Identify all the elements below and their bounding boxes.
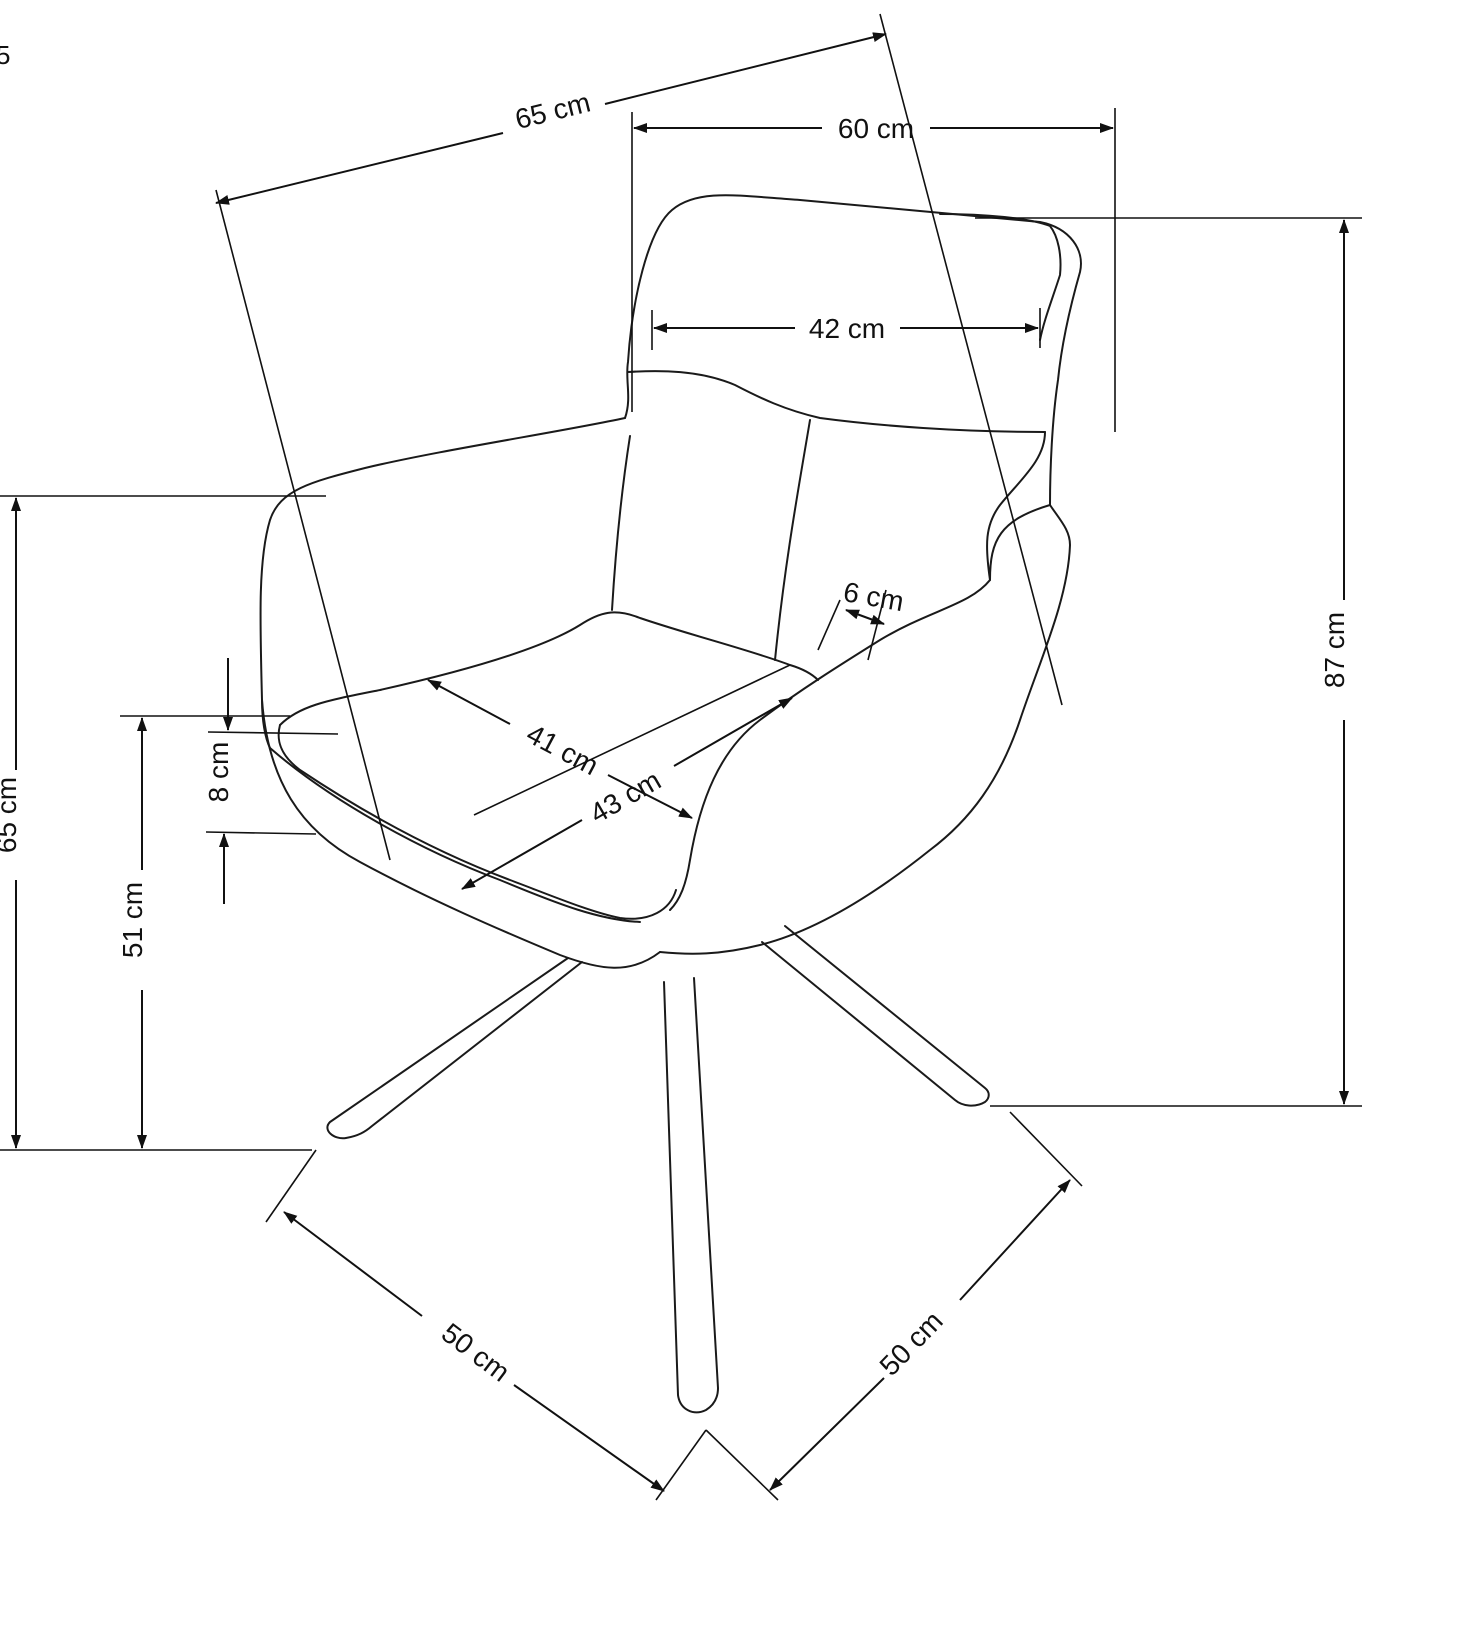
label-base-right: 50 cm — [874, 1305, 949, 1381]
corner-mark: 5 — [0, 40, 11, 70]
dim-base-left: 50 cm — [283, 1211, 665, 1492]
dim-backrest-width: 42 cm — [653, 313, 1039, 344]
leg-front — [663, 977, 719, 1414]
leg-right — [761, 925, 990, 1107]
label-total-width: 60 cm — [838, 113, 914, 144]
leg-left — [326, 957, 583, 1140]
right-armrest — [669, 504, 1051, 911]
chair-outline — [259, 194, 1082, 1414]
backrest-band — [627, 370, 1046, 433]
dim-seat-thickness: 8 cm — [203, 658, 234, 904]
dim-seat-height: 51 cm — [117, 717, 148, 1149]
shell-bottom — [261, 699, 661, 969]
left-armrest — [259, 417, 626, 749]
label-backrest-width: 42 cm — [809, 313, 885, 344]
dim-armrest-thickness: 6 cm — [841, 576, 906, 625]
label-armrest-height: 65 cm — [0, 777, 22, 853]
label-seat-width: 43 cm — [584, 764, 666, 829]
extension-lines — [0, 13, 1362, 1501]
dim-total-height: 87 cm — [1319, 219, 1350, 1105]
dim-total-depth: 65 cm — [215, 32, 887, 205]
dim-base-right: 50 cm — [769, 1179, 1071, 1491]
backrest-left-panel — [611, 435, 631, 611]
label-total-depth: 65 cm — [512, 87, 593, 136]
label-seat-height: 51 cm — [117, 882, 148, 958]
dim-armrest-height: 65 cm — [0, 497, 22, 1149]
seat-cushion — [279, 611, 819, 726]
headrest-inner — [939, 213, 1062, 341]
backrest-seam — [774, 419, 811, 661]
label-seat-depth: 41 cm — [522, 718, 604, 781]
label-seat-thickness: 8 cm — [203, 742, 234, 803]
backrest-right-edge — [986, 431, 1046, 581]
right-armrest-outer — [659, 504, 1071, 955]
dim-seat-width: 43 cm — [461, 697, 793, 890]
label-total-height: 87 cm — [1319, 612, 1350, 688]
backrest-outline — [624, 194, 1082, 506]
label-base-left: 50 cm — [436, 1317, 516, 1388]
dim-total-width: 60 cm — [633, 113, 1114, 144]
seat-cushion-front — [277, 724, 677, 920]
